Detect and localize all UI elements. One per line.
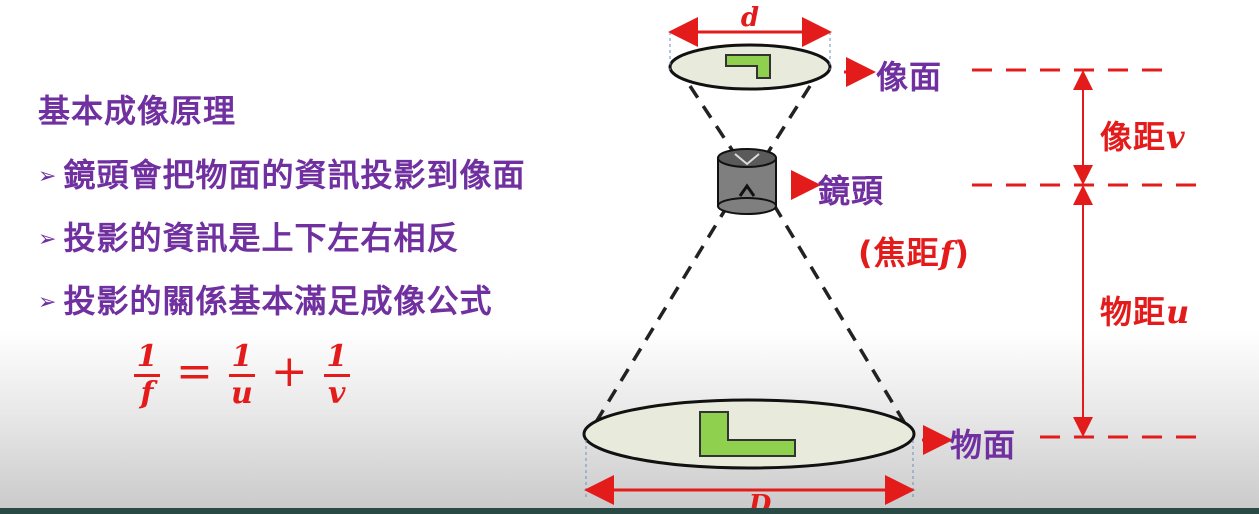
- page-title: 基本成像原理: [38, 92, 237, 130]
- bullet-item-3: ➢投影的關係基本滿足成像公式: [38, 276, 492, 322]
- image-shape-icon: [725, 54, 771, 79]
- object-plane-label: 物面: [950, 426, 1017, 464]
- fraction-1-over-u: 1 u: [228, 340, 255, 411]
- bullet-arrow-icon: ➢: [38, 227, 58, 252]
- bullet-text: 鏡頭會把物面的資訊投影到像面: [63, 156, 526, 194]
- bottom-strip: [0, 508, 1259, 514]
- fraction-1-over-f: 1 f: [134, 340, 160, 411]
- image-plane-label: 像面: [876, 58, 943, 96]
- image-distance-label: 像距v: [1100, 118, 1186, 156]
- object-plane-ellipse: [582, 398, 916, 470]
- plus-sign: +: [270, 346, 308, 397]
- small-d-label: d: [741, 3, 759, 33]
- bullet-arrow-icon: ➢: [38, 290, 58, 315]
- lens-label: 鏡頭: [818, 172, 885, 210]
- lens-formula: 1 f = 1 u + 1 v: [128, 340, 356, 411]
- focal-length-label: (焦距f): [858, 234, 971, 272]
- bullet-item-2: ➢投影的資訊是上下左右相反: [38, 213, 459, 259]
- small-d-dimension: [668, 17, 832, 70]
- bullet-text: 投影的資訊是上下左右相反: [63, 219, 460, 257]
- big-d-dimension: [584, 440, 915, 505]
- cone-line-bottom-left: [588, 204, 730, 433]
- bullet-text: 投影的關係基本滿足成像公式: [63, 282, 493, 320]
- bullet-item-1: ➢鏡頭會把物面的資訊投影到像面: [38, 150, 525, 196]
- object-shape-icon: [699, 411, 796, 457]
- cone-line-bottom-right: [772, 204, 912, 433]
- equals-sign: =: [176, 346, 213, 397]
- fraction-1-over-v: 1 v: [323, 340, 350, 411]
- object-distance-label: 物距u: [1100, 293, 1191, 331]
- bullet-arrow-icon: ➢: [38, 164, 58, 189]
- lens-icon: [717, 148, 777, 215]
